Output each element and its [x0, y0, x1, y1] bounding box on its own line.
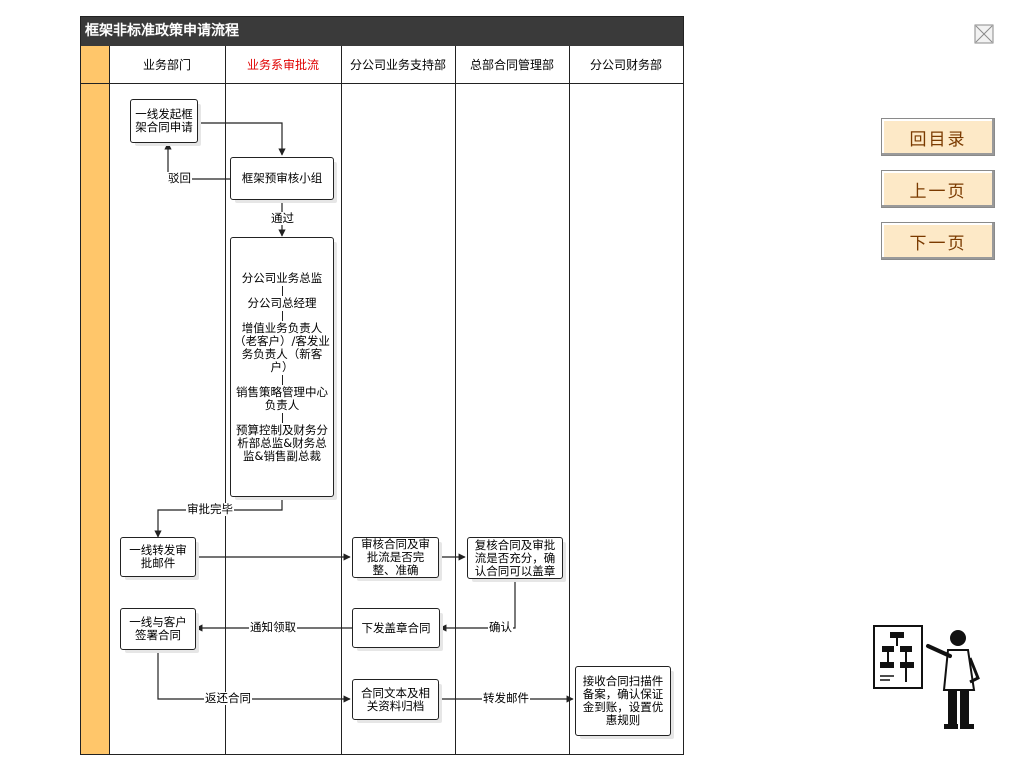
node-sign-customer: 一线与客户签署合同: [120, 608, 196, 650]
lane-divider: [225, 46, 226, 754]
node-finance-receive: 接收合同扫描件备案，确认保证金到账，设置优惠规则: [575, 666, 671, 736]
lane-strip: [81, 46, 110, 754]
lane-divider: [455, 46, 456, 754]
node-prereview: 框架预审核小组: [230, 157, 334, 200]
toc-button[interactable]: 回目录: [881, 118, 995, 156]
edge-label-reject: 驳回: [167, 171, 192, 185]
node-recheck: 复核合同及审批流是否充分，确认合同可以盖章: [467, 537, 563, 579]
node-approval-chain: 分公司业务总监 分公司总经理 增值业务负责人（老客户）/客发业务负责人（新客户）…: [230, 237, 334, 497]
node-forward-mail: 一线转发审批邮件: [120, 537, 196, 577]
node-archive: 合同文本及相关资料归档: [352, 679, 439, 720]
approver-5: 预算控制及财务分析部总监&财务总监&销售副总裁: [236, 422, 328, 463]
edge-label-return-contract: 返还合同: [204, 691, 252, 705]
chain-tick: [281, 310, 283, 321]
next-page-button[interactable]: 下一页: [881, 222, 995, 260]
close-box-icon[interactable]: [974, 24, 994, 44]
edge-label-forward-mail: 转发邮件: [482, 691, 530, 705]
lane-header-blank: [81, 46, 109, 84]
approver-4: 销售策略管理中心负责人: [236, 384, 328, 412]
lane-header-hq-contract: 总部合同管理部: [455, 46, 569, 84]
edge-label-notify-pickup: 通知领取: [249, 620, 297, 634]
flowchart-title: 框架非标准政策申请流程: [81, 17, 683, 46]
node-review-contract: 审核合同及审批流是否完整、准确: [352, 537, 439, 578]
approver-2: 分公司总经理: [247, 295, 317, 310]
lane-header-branch-finance: 分公司财务部: [569, 46, 683, 84]
node-initiate: 一线发起框架合同申请: [130, 99, 198, 143]
lane-divider: [109, 46, 110, 754]
edge-label-pass: 通过: [270, 211, 295, 225]
chain-tick: [281, 374, 283, 385]
lane-header-branch-support: 分公司业务支持部: [341, 46, 455, 84]
approver-1: 分公司业务总监: [241, 270, 323, 285]
edge-label-confirm: 确认: [488, 620, 513, 634]
edge-label-approval-done: 审批完毕: [186, 502, 234, 516]
lane-header-business: 业务部门: [109, 46, 225, 84]
prev-page-button[interactable]: 上一页: [881, 170, 995, 208]
chain-tick: [281, 285, 283, 296]
presenter-flowchart-icon: [873, 625, 980, 729]
chain-tick: [281, 412, 283, 423]
lane-divider: [341, 46, 342, 754]
lane-header-approval: 业务系审批流: [225, 46, 341, 84]
node-issue-seal: 下发盖章合同: [352, 608, 440, 648]
lane-divider: [569, 46, 570, 754]
approver-3: 增值业务负责人（老客户）/客发业务负责人（新客户）: [234, 320, 330, 374]
